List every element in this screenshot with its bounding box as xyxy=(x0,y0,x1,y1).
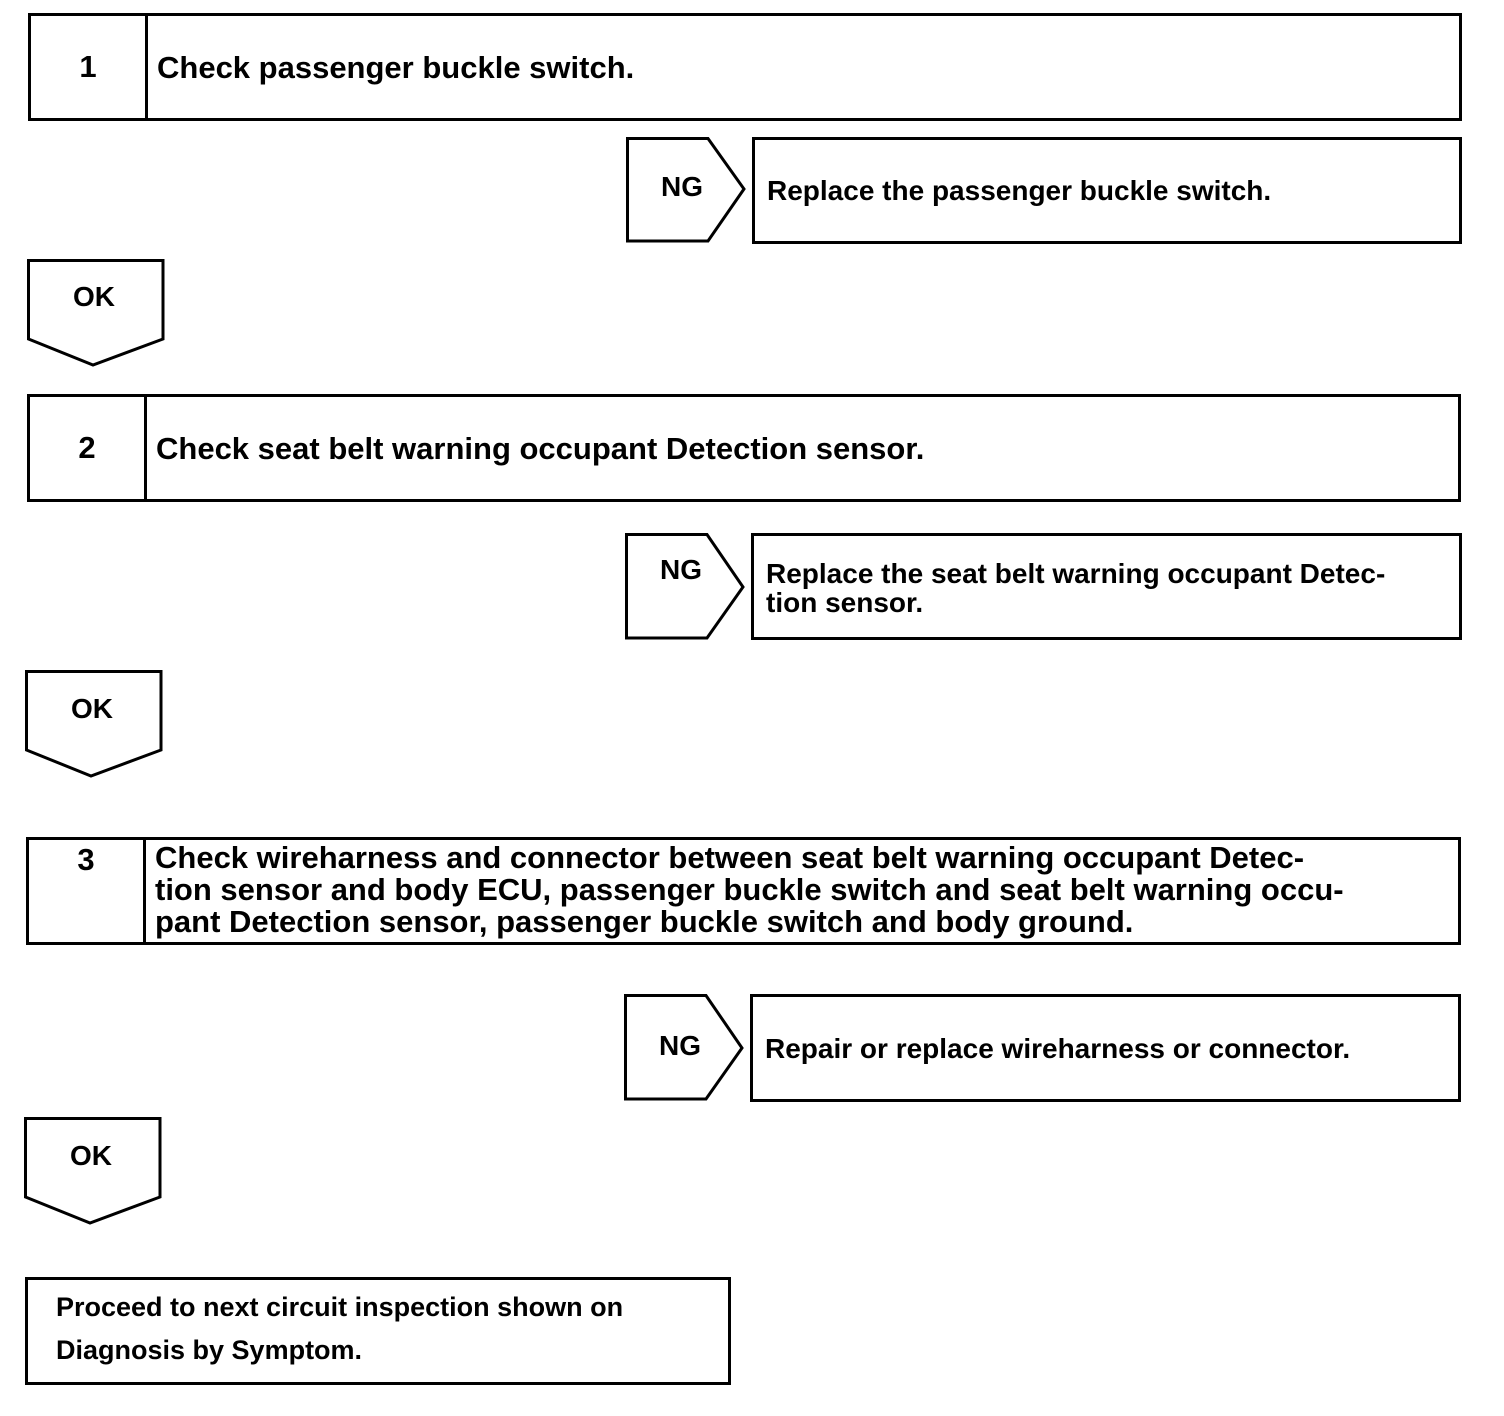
ng-3-arrow xyxy=(624,994,744,1101)
ng-2-result-box: Replace the seat belt warning occupant D… xyxy=(751,533,1462,640)
step-2-box: 2 Check seat belt warning occupant Detec… xyxy=(27,394,1461,502)
ok-1-label: OK xyxy=(73,281,115,312)
ok-3-arrow xyxy=(24,1117,162,1225)
final-box: Proceed to next circuit inspection shown… xyxy=(25,1277,731,1385)
ng-2-label: NG xyxy=(660,554,702,585)
ng-3-label: NG xyxy=(659,1030,701,1061)
step-1-box: 1 Check passenger buckle switch. xyxy=(28,13,1462,121)
ng-1-arrow xyxy=(626,137,746,243)
step-3-box: 3 Check wireharness and connector betwee… xyxy=(26,837,1461,945)
step-3-text-line-1: Check wireharness and connector between … xyxy=(155,840,1305,875)
ng-2-result-line-1: Replace the seat belt warning occupant D… xyxy=(766,558,1386,589)
ng-1-label: NG xyxy=(661,171,703,202)
step-3-text-line-2: tion sensor and body ECU, passenger buck… xyxy=(155,872,1344,907)
ok-2-label: OK xyxy=(71,693,113,724)
step-3-text-line-3: pant Detection sensor, passenger buckle … xyxy=(155,904,1134,939)
ok-1-arrow xyxy=(27,259,165,367)
ng-1-result-box: Replace the passenger buckle switch. xyxy=(752,137,1462,244)
final-line-1: Proceed to next circuit inspection shown… xyxy=(56,1292,624,1322)
ng-2-arrow xyxy=(625,533,745,640)
step-2-number: 2 xyxy=(30,397,147,499)
final-line-2: Diagnosis by Symptom. xyxy=(56,1335,363,1365)
ng-3-result-text: Repair or replace wireharness or connect… xyxy=(765,1032,1351,1064)
ok-3-label: OK xyxy=(70,1140,112,1171)
step-1-number: 1 xyxy=(31,16,148,118)
ng-3-result-box: Repair or replace wireharness or connect… xyxy=(750,994,1461,1102)
step-2-text: Check seat belt warning occupant Detecti… xyxy=(156,430,925,466)
ok-2-arrow xyxy=(25,670,163,778)
step-3-number: 3 xyxy=(29,840,146,942)
step-1-text: Check passenger buckle switch. xyxy=(157,49,635,85)
ng-1-result-text: Replace the passenger buckle switch. xyxy=(767,175,1272,206)
ng-2-result-line-2: tion sensor. xyxy=(766,587,924,618)
step-3-text: Check wireharness and connector between … xyxy=(155,840,1446,942)
